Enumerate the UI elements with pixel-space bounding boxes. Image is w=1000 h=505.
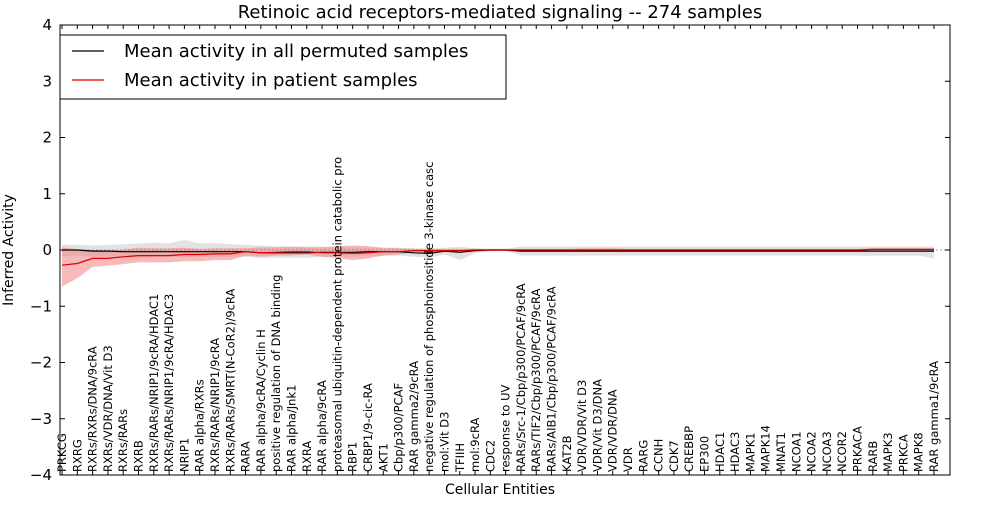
x-tick-label: NCOA2: [805, 431, 819, 472]
x-tick-label: NCOR2: [835, 431, 849, 472]
x-tick-label: response to UV: [499, 384, 513, 472]
x-tick-label: HDAC3: [728, 432, 742, 472]
x-tick-label: RXRA: [300, 441, 314, 472]
x-axis-label: Cellular Entities: [445, 482, 555, 498]
y-tick-label: 1: [42, 185, 52, 203]
lines-layer: [60, 248, 950, 266]
x-tick-label: RARG: [636, 440, 650, 472]
x-tick-label: CRBP1/9-cic-RA: [361, 383, 375, 472]
x-tick-label: RXRs/RARs/NRIP1/9cRA: [208, 338, 222, 472]
x-tick-label: CDC2: [483, 440, 497, 472]
x-tick-label: RAR gamma1/9cRA: [927, 361, 941, 472]
x-tick-label: EP300: [698, 436, 712, 472]
x-tick-label: positive regulation of DNA binding: [269, 275, 283, 472]
y-tick-label: −1: [30, 297, 52, 315]
x-tick-label: mol:Vit D3: [438, 412, 452, 472]
x-tick-label: CDK7: [667, 440, 681, 472]
x-tick-label: RAR alpha/RXRs: [193, 379, 207, 472]
x-tick-label: RXRs/VDR/DNA/Vit D3: [101, 345, 115, 472]
x-tick-label: RAR alpha/9cRA: [315, 380, 329, 472]
x-tick-label: RAR gamma2/9cRA: [407, 361, 421, 472]
x-tick-label: RXRG: [70, 439, 84, 472]
x-tick-label: VDR/VDR/Vit D3: [575, 380, 589, 472]
y-tick-label: −4: [30, 466, 52, 484]
x-tick-label: MNAT1: [774, 432, 788, 472]
x-tick-label: PRKCG: [55, 433, 69, 472]
x-tick-label: VDR/Vit D3/DNA: [590, 379, 604, 472]
plot-frame: [59, 24, 951, 476]
x-tick-label: RXRs/RXRs/DNA/9cRA: [86, 346, 100, 472]
x-tick-label: RARs/AIB1/Cbp/p300/PCAF/9cRA: [545, 286, 559, 472]
x-tick-label: negative regulation of phosphoinositide …: [422, 162, 436, 473]
legend-label-permuted: Mean activity in all permuted samples: [124, 41, 468, 62]
x-tick-label: RXRs/RARs/NRIP1/9cRA/HDAC1: [147, 294, 161, 472]
x-tick-label: Cbp/p300/PCAF: [392, 383, 406, 472]
x-tick-label: RXRs/RARs/NRIP1/9cRA/HDAC3: [162, 294, 176, 472]
y-tick-label: −3: [30, 410, 52, 428]
x-tick-label: RXRB: [132, 440, 146, 472]
x-tick-label: MAPK8: [912, 432, 926, 472]
y-tick-label: 3: [42, 72, 52, 90]
y-tick-label: 4: [42, 16, 52, 34]
x-tick-label: CCNH: [652, 439, 666, 472]
x-tick-label: RARs/Src-1/Cbp/p300/PCAF/9cRA: [514, 283, 528, 472]
x-tick-label: proteasomal ubiquitin-dependent protein …: [330, 157, 344, 472]
x-tick-label: RARA: [239, 441, 253, 472]
x-tick-label: mol:9cRA: [468, 418, 482, 472]
legend-label-patient: Mean activity in patient samples: [124, 70, 418, 91]
x-tick-label: RARs/TIF2/Cbp/p300/PCAF/9cRA: [529, 288, 543, 472]
chart-title: Retinoic acid receptors-mediated signali…: [238, 2, 763, 23]
x-tick-label: RARB: [866, 441, 880, 472]
y-axis-label: Inferred Activity: [1, 194, 17, 306]
y-tick-label: −2: [30, 354, 52, 372]
x-tick-label: RAR alpha/Jnk1: [285, 385, 299, 472]
y-axis-ticks: 4 3 2 1 0 −1 −2 −3 −4: [30, 16, 950, 484]
x-tick-label: HDAC1: [713, 432, 727, 472]
y-tick-label: 0: [42, 241, 52, 259]
x-tick-label: AKT1: [376, 443, 390, 472]
x-tick-label: PRKCA: [896, 434, 910, 472]
x-tick-label: RXRs/RARs: [116, 409, 130, 472]
x-tick-label: NCOA3: [820, 431, 834, 472]
x-tick-label: MAPK3: [881, 432, 895, 472]
x-tick-label: TFIIH: [453, 443, 467, 473]
x-tick-label: VDR: [621, 447, 635, 472]
x-tick-label: RBP1: [346, 442, 360, 472]
legend: Mean activity in all permuted samples Me…: [59, 34, 507, 100]
legend-box: [59, 34, 507, 100]
x-tick-label: MAPK14: [759, 425, 773, 472]
x-tick-label: VDR/VDR/DNA: [606, 389, 620, 472]
x-tick-label: RAR alpha/9cRA/Cyclin H: [254, 329, 268, 472]
x-tick-label: NRIP1: [177, 438, 191, 472]
x-tick-label: CREBBP: [682, 426, 696, 472]
x-tick-label: RXRs/RARs/SMRT(N-CoR2)/9cRA: [223, 288, 237, 472]
y-tick-label: 2: [42, 129, 52, 147]
x-tick-label: PRKACA: [851, 426, 865, 472]
x-tick-label: NCOA1: [789, 431, 803, 472]
patient-mean-line: [61, 248, 934, 266]
x-tick-label: KAT2B: [560, 435, 574, 472]
x-tick-label: MAPK1: [743, 432, 757, 472]
